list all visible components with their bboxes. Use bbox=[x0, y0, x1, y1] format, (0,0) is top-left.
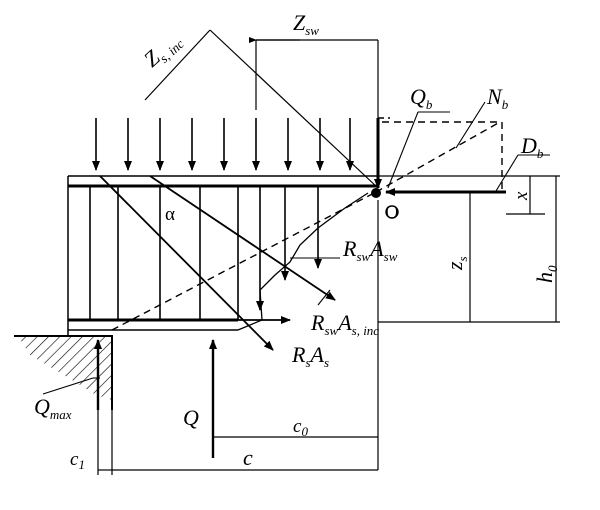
stirrups bbox=[89, 186, 239, 320]
label-q-b: Qb bbox=[410, 84, 433, 112]
label-z-s-inc: Zs, inc bbox=[139, 26, 187, 74]
right-dimensions bbox=[378, 175, 560, 323]
label-c: c bbox=[243, 445, 253, 470]
z-lever-arms bbox=[144, 29, 379, 189]
leader-lines bbox=[42, 101, 550, 395]
origin-circle bbox=[385, 205, 399, 219]
label-origin: O bbox=[385, 202, 399, 223]
label-q-max: Qmax bbox=[34, 394, 72, 422]
label-n-b: Nb bbox=[486, 84, 509, 112]
inclined-rebar bbox=[99, 175, 336, 351]
label-x: x bbox=[511, 191, 532, 201]
label-z-sw: Zsw bbox=[293, 10, 319, 38]
compression-lines bbox=[111, 121, 503, 331]
label-c-0: c0 bbox=[293, 416, 308, 439]
beam-body bbox=[67, 175, 378, 337]
reaction-arrows bbox=[94, 339, 217, 458]
label-z-s: zs bbox=[442, 256, 470, 271]
label-r-sw-a-s-inc: RswAs, inc bbox=[310, 310, 379, 338]
label-h-0: h0 bbox=[532, 265, 560, 283]
label-c-1: c1 bbox=[70, 449, 85, 472]
distributed-load bbox=[92, 118, 354, 171]
bottom-dimensions bbox=[97, 336, 378, 475]
label-d-b: Db bbox=[520, 133, 544, 161]
label-q: Q bbox=[183, 405, 199, 430]
label-r-s-a-s: RsAs bbox=[291, 342, 329, 370]
label-r-sw-a-sw: RswAsw bbox=[342, 236, 398, 264]
label-alpha: α bbox=[165, 204, 175, 225]
stirrup-forces bbox=[256, 186, 322, 311]
